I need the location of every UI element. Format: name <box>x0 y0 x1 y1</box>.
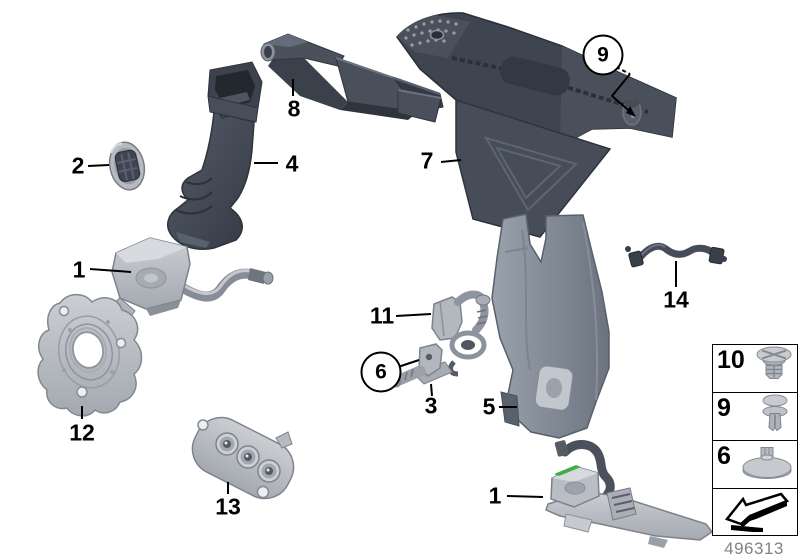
callout-1-top: 1 <box>72 256 86 283</box>
legend-number-9: 9 <box>717 394 731 422</box>
part-1-bracket-bottom <box>545 440 714 548</box>
legend-row-10: 10 <box>713 345 797 393</box>
part-13-grommet-plate <box>191 416 295 500</box>
legend-row-6: 6 <box>713 441 797 489</box>
part-12-gasket-plate <box>37 293 143 417</box>
part-5-cover <box>491 213 610 439</box>
callout-5: 5 <box>482 393 496 420</box>
part-1-bracket-top <box>109 237 274 321</box>
direction-arrow-icon <box>719 488 791 537</box>
legend-number-6: 6 <box>717 442 731 470</box>
callout-9-circled: 9 <box>582 34 624 76</box>
legend-row-9: 9 <box>713 393 797 441</box>
expanding-nut-icon <box>750 344 796 393</box>
callout-8: 8 <box>287 95 301 122</box>
legend-number-10: 10 <box>717 346 745 374</box>
doc-number: 496313 <box>724 539 784 558</box>
callout-2: 2 <box>71 152 85 179</box>
part-11-holder <box>431 290 491 377</box>
callout-3: 3 <box>424 392 438 419</box>
callout-11: 11 <box>369 302 395 329</box>
part-14-hose <box>625 242 727 268</box>
callout-13: 13 <box>215 493 241 520</box>
callout-1-bottom: 1 <box>488 482 502 509</box>
part-2-grommet <box>108 141 146 191</box>
legend-footer <box>713 489 797 535</box>
callout-12: 12 <box>69 419 95 446</box>
callout-4: 4 <box>285 150 299 177</box>
fastener-legend: 10 9 <box>712 344 798 536</box>
callout-6-circled: 6 <box>360 351 402 393</box>
push-rivet-icon <box>754 392 796 441</box>
leader-lines <box>81 66 677 498</box>
cone-washer-icon <box>740 441 796 488</box>
callout-7: 7 <box>420 147 434 174</box>
part-7-side-panel <box>396 12 677 238</box>
callout-14: 14 <box>663 286 689 313</box>
part-4-air-duct <box>167 61 263 250</box>
